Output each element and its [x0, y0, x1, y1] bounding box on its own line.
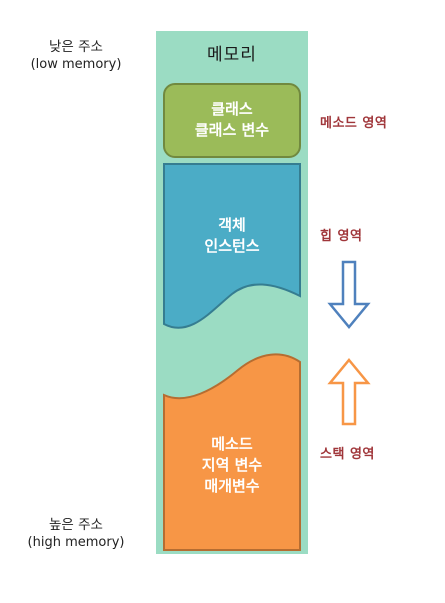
high-address-sub: (high memory): [27, 535, 125, 550]
class-block-line-1: 클래스: [211, 100, 253, 118]
high-address-label: 높은 주소 (high memory): [0, 517, 152, 551]
low-address-sub: (low memory): [30, 57, 122, 72]
stack-block-line-3: 매개변수: [204, 477, 260, 495]
high-address-title: 높은 주소: [49, 517, 103, 533]
stack-block-line-1: 메소드: [211, 435, 253, 453]
method-area-label: 메소드 영역: [320, 116, 388, 131]
heap-block: [163, 163, 301, 329]
memory-title: 메모리: [207, 45, 257, 65]
heap-area-label: 힙 영역: [320, 229, 363, 244]
heap-block-line-1: 객체: [218, 216, 246, 234]
low-address-title: 낮은 주소: [49, 39, 103, 55]
heap-block-text: 객체 인스턴스: [164, 215, 300, 257]
low-address-label: 낮은 주소 (low memory): [0, 39, 152, 73]
stack-area-label: 스택 영역: [320, 447, 375, 462]
stack-grow-up-arrow: [327, 358, 371, 426]
class-block-line-2: 클래스 변수: [194, 121, 270, 139]
stack-block-text: 메소드 지역 변수 매개변수: [164, 434, 300, 497]
heap-block-line-2: 인스턴스: [204, 237, 260, 255]
heap-grow-down-arrow: [327, 260, 371, 329]
stack-block: [163, 353, 301, 551]
class-block: [163, 83, 301, 158]
stack-block-line-2: 지역 변수: [201, 456, 263, 474]
class-block-text: 클래스 클래스 변수: [164, 99, 300, 141]
